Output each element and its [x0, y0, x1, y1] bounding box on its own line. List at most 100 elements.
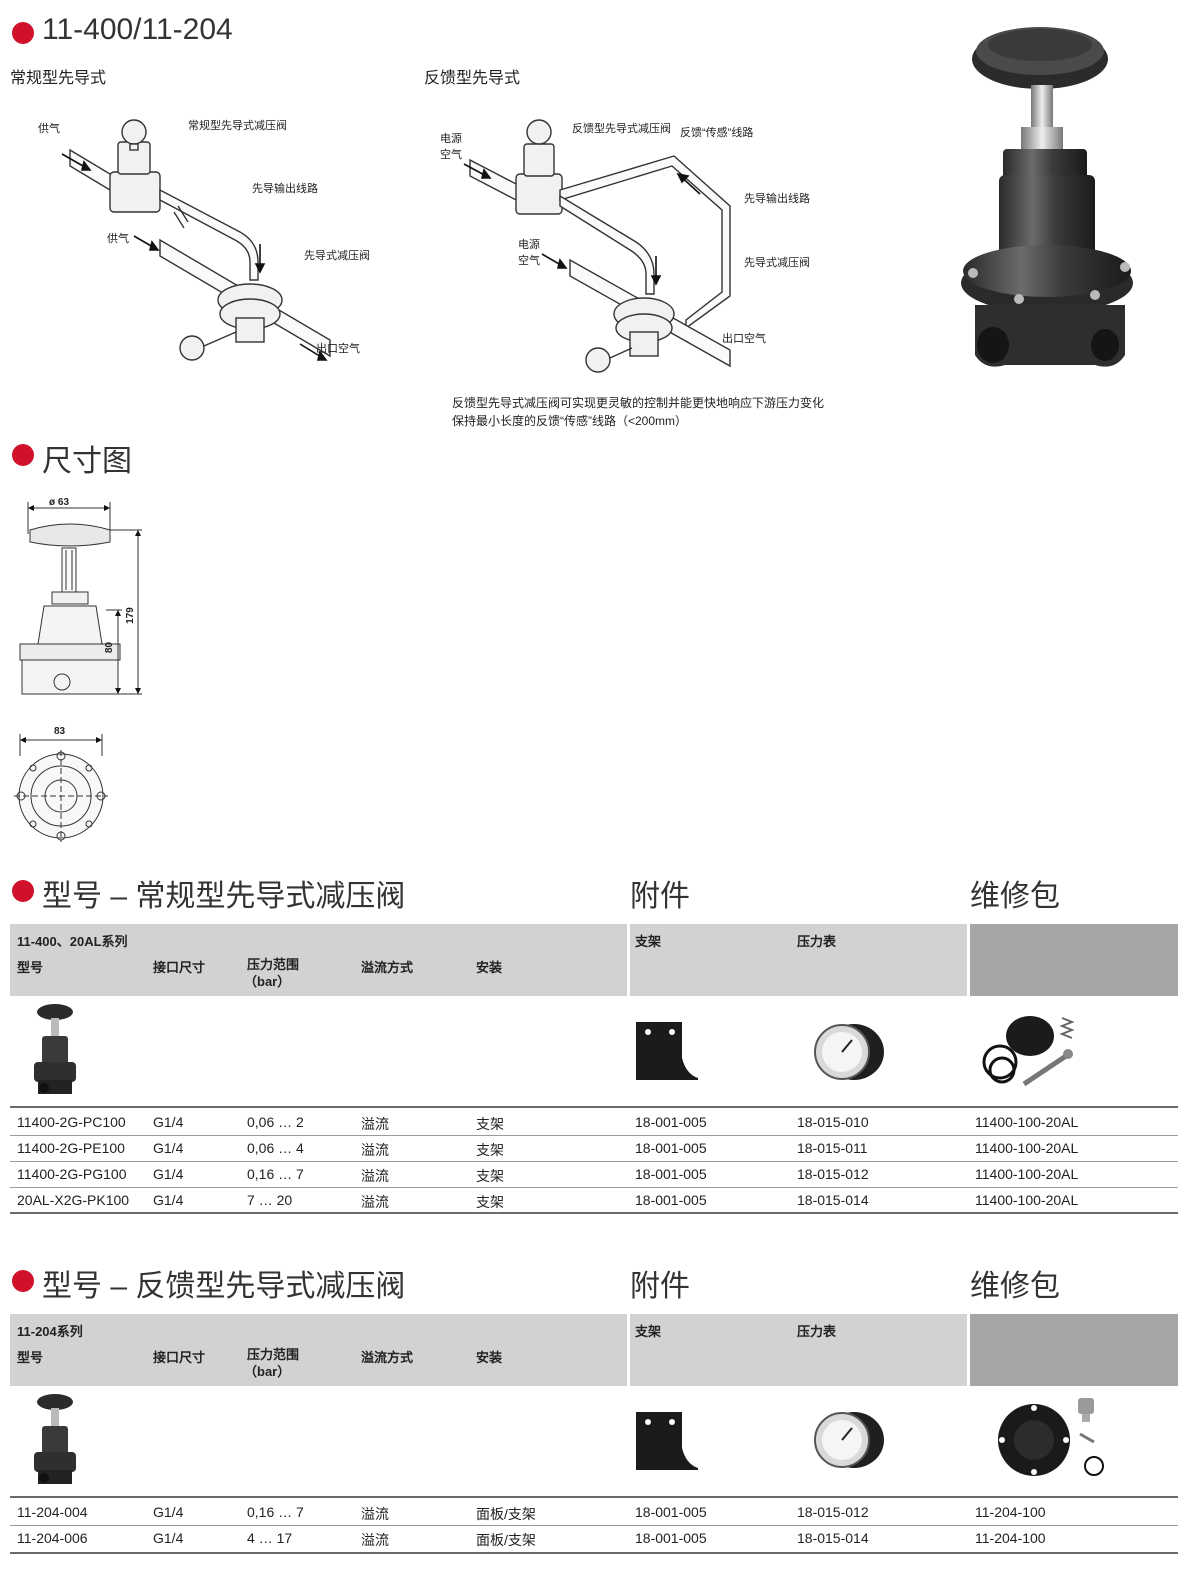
table2-col-pressure: 压力范围: [247, 1347, 300, 1362]
row-gauge: 18-015-012: [797, 1166, 869, 1182]
table2-product-image: [34, 1394, 76, 1484]
table1-service-title: 维修包: [970, 880, 1060, 913]
row-service-kit: 11400-100-20AL: [975, 1114, 1079, 1130]
row-relief: 溢流: [361, 1142, 389, 1158]
row-model: 11400-2G-PE100: [17, 1140, 125, 1156]
row-port: G1/4: [153, 1140, 184, 1156]
row-model: 11-204-006: [17, 1530, 88, 1546]
label-feedback-regulator: 反馈型先导式减压阀: [572, 123, 671, 135]
table2-col-gauge: 压力表: [797, 1324, 837, 1339]
label-main-regulator: 先导式减压阀: [304, 250, 370, 262]
diagram-right-title: 反馈型先导式: [424, 70, 521, 87]
table1-col-pressure: 压力范围: [247, 957, 300, 972]
label-feedback-sense-line: 反馈“传感”线路: [680, 127, 754, 139]
row-port: G1/4: [153, 1504, 184, 1520]
row-port: G1/4: [153, 1530, 184, 1546]
row-relief: 溢流: [361, 1168, 389, 1184]
table2-bullet: [12, 1270, 34, 1292]
label-pilot-output-right: 先导输出线路: [744, 193, 810, 205]
row-gauge: 18-015-010: [797, 1114, 869, 1130]
label-power-2: 电源: [518, 239, 540, 251]
row-service-kit: 11400-100-20AL: [975, 1140, 1079, 1156]
table1-bracket-image: [636, 1022, 698, 1080]
title-bullet: [12, 22, 34, 44]
label-supply-1: 供气: [38, 123, 60, 135]
table2-col-port: 接口尺寸: [153, 1350, 206, 1365]
row-service-kit: 11-204-100: [975, 1530, 1046, 1546]
table1-row-divider: [10, 1187, 1178, 1188]
table1-gauge-image: [814, 1024, 884, 1080]
label-main-regulator-right: 先导式减压阀: [744, 257, 810, 269]
row-model: 11-204-004: [17, 1504, 88, 1520]
row-pressure: 0,06 … 2: [247, 1114, 304, 1130]
table1-col-relief: 溢流方式: [361, 960, 414, 975]
regulator-product-image: [961, 27, 1133, 367]
table2-col-mounting: 安装: [476, 1350, 503, 1365]
row-gauge: 18-015-014: [797, 1192, 869, 1208]
row-service-kit: 11400-100-20AL: [975, 1192, 1079, 1208]
table1-row-divider: [10, 1161, 1178, 1162]
row-pressure: 0,16 … 7: [247, 1166, 304, 1182]
dimension-drawing: [14, 502, 142, 842]
dimension-title: 尺寸图: [42, 445, 132, 478]
table2-gauge-image: [814, 1412, 884, 1468]
table2-col-model: 型号: [17, 1350, 44, 1365]
row-bracket: 18-001-005: [635, 1530, 707, 1546]
table1-bottom-rule: [10, 1212, 1178, 1214]
row-relief: 溢流: [361, 1506, 389, 1522]
table2-service-kit-image: [998, 1398, 1104, 1476]
row-gauge: 18-015-012: [797, 1504, 869, 1520]
label-power-1: 电源: [440, 133, 462, 145]
dim-width: 83: [54, 726, 66, 737]
row-pressure: 7 … 20: [247, 1192, 293, 1208]
table1-col-port: 接口尺寸: [153, 960, 206, 975]
table1-accessories-title: 附件: [630, 880, 690, 913]
table1-top-rule: [10, 1106, 1178, 1108]
conventional-pilot-diagram: [61, 119, 331, 361]
row-bracket: 18-001-005: [635, 1166, 707, 1182]
row-mounting: 支架: [476, 1194, 504, 1210]
table2-service-band: [970, 1314, 1178, 1386]
table2-header-band: [10, 1314, 627, 1386]
row-pressure: 4 … 17: [247, 1530, 293, 1546]
table2-col-bracket: 支架: [635, 1324, 662, 1339]
row-mounting: 支架: [476, 1142, 504, 1158]
row-relief: 溢流: [361, 1194, 389, 1210]
feedback-note-line-1: 反馈型先导式减压阀可实现更灵敏的控制并能更快地响应下游压力变化: [452, 396, 825, 410]
row-mounting: 面板/支架: [476, 1532, 536, 1548]
table2-service-title: 维修包: [970, 1270, 1060, 1303]
label-pilot-regulator: 常规型先导式减压阀: [188, 120, 287, 132]
table2-col-relief: 溢流方式: [361, 1350, 414, 1365]
table2-col-pressure-unit: （bar）: [244, 1364, 291, 1379]
page-title: 11-400/11-204: [42, 13, 233, 46]
table1-section-title: 型号 – 常规型先导式减压阀: [42, 880, 406, 913]
label-supply-2: 供气: [107, 233, 129, 245]
row-port: G1/4: [153, 1192, 184, 1208]
row-model: 11400-2G-PC100: [17, 1114, 126, 1130]
table1-col-gauge: 压力表: [797, 934, 837, 949]
table2-bottom-rule: [10, 1552, 1178, 1554]
feedback-note-line-2: 保持最小长度的反馈“传感”线路（<200mm）: [452, 414, 688, 428]
row-port: G1/4: [153, 1166, 184, 1182]
table2-accessory-band: [630, 1314, 967, 1386]
row-mounting: 支架: [476, 1168, 504, 1184]
feedback-pilot-diagram: [463, 119, 731, 373]
table1-col-bracket: 支架: [635, 934, 662, 949]
dim-height-body: 80: [104, 641, 116, 654]
dimension-bullet: [12, 444, 34, 466]
row-port: G1/4: [153, 1114, 184, 1130]
row-mounting: 支架: [476, 1116, 504, 1132]
table2-bracket-image: [636, 1412, 698, 1470]
table1-col-mounting: 安装: [476, 960, 503, 975]
table1-series: 11-400、20AL系列: [17, 934, 128, 949]
row-pressure: 0,06 … 4: [247, 1140, 304, 1156]
row-gauge: 18-015-011: [797, 1140, 868, 1156]
row-bracket: 18-001-005: [635, 1504, 707, 1520]
row-relief: 溢流: [361, 1116, 389, 1132]
row-relief: 溢流: [361, 1532, 389, 1548]
label-outlet-air: 出口空气: [316, 343, 360, 355]
row-model: 20AL-X2G-PK100: [17, 1192, 130, 1208]
diagram-left-title: 常规型先导式: [10, 70, 107, 87]
table2-section-title: 型号 – 反馈型先导式减压阀: [42, 1270, 406, 1303]
row-gauge: 18-015-014: [797, 1530, 869, 1546]
